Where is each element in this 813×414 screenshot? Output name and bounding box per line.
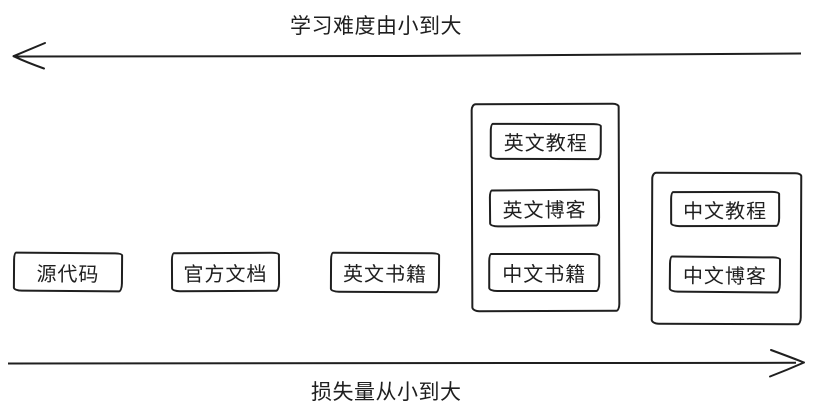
- box-english-books: 英文书籍: [329, 251, 441, 294]
- box-english-blogs: 英文博客: [488, 188, 601, 228]
- group-english-advanced: 英文教程 英文博客 中文书籍: [470, 102, 621, 313]
- loss-amount-arrow-right-icon: [7, 349, 805, 378]
- top-axis-label: 学习难度由小到大: [290, 15, 462, 38]
- bottom-axis-label: 损失量从小到大: [311, 381, 462, 404]
- box-chinese-tutorials: 中文教程: [670, 190, 781, 228]
- box-official-docs: 官方文档: [170, 251, 281, 293]
- box-chinese-blogs: 中文博客: [668, 255, 782, 294]
- box-source-code: 源代码: [12, 251, 124, 293]
- box-english-tutorials: 英文教程: [489, 122, 602, 161]
- box-chinese-books: 中文书籍: [488, 253, 601, 293]
- group-chinese: 中文教程 中文博客: [650, 171, 803, 326]
- learning-difficulty-arrow-left-icon: [12, 42, 802, 70]
